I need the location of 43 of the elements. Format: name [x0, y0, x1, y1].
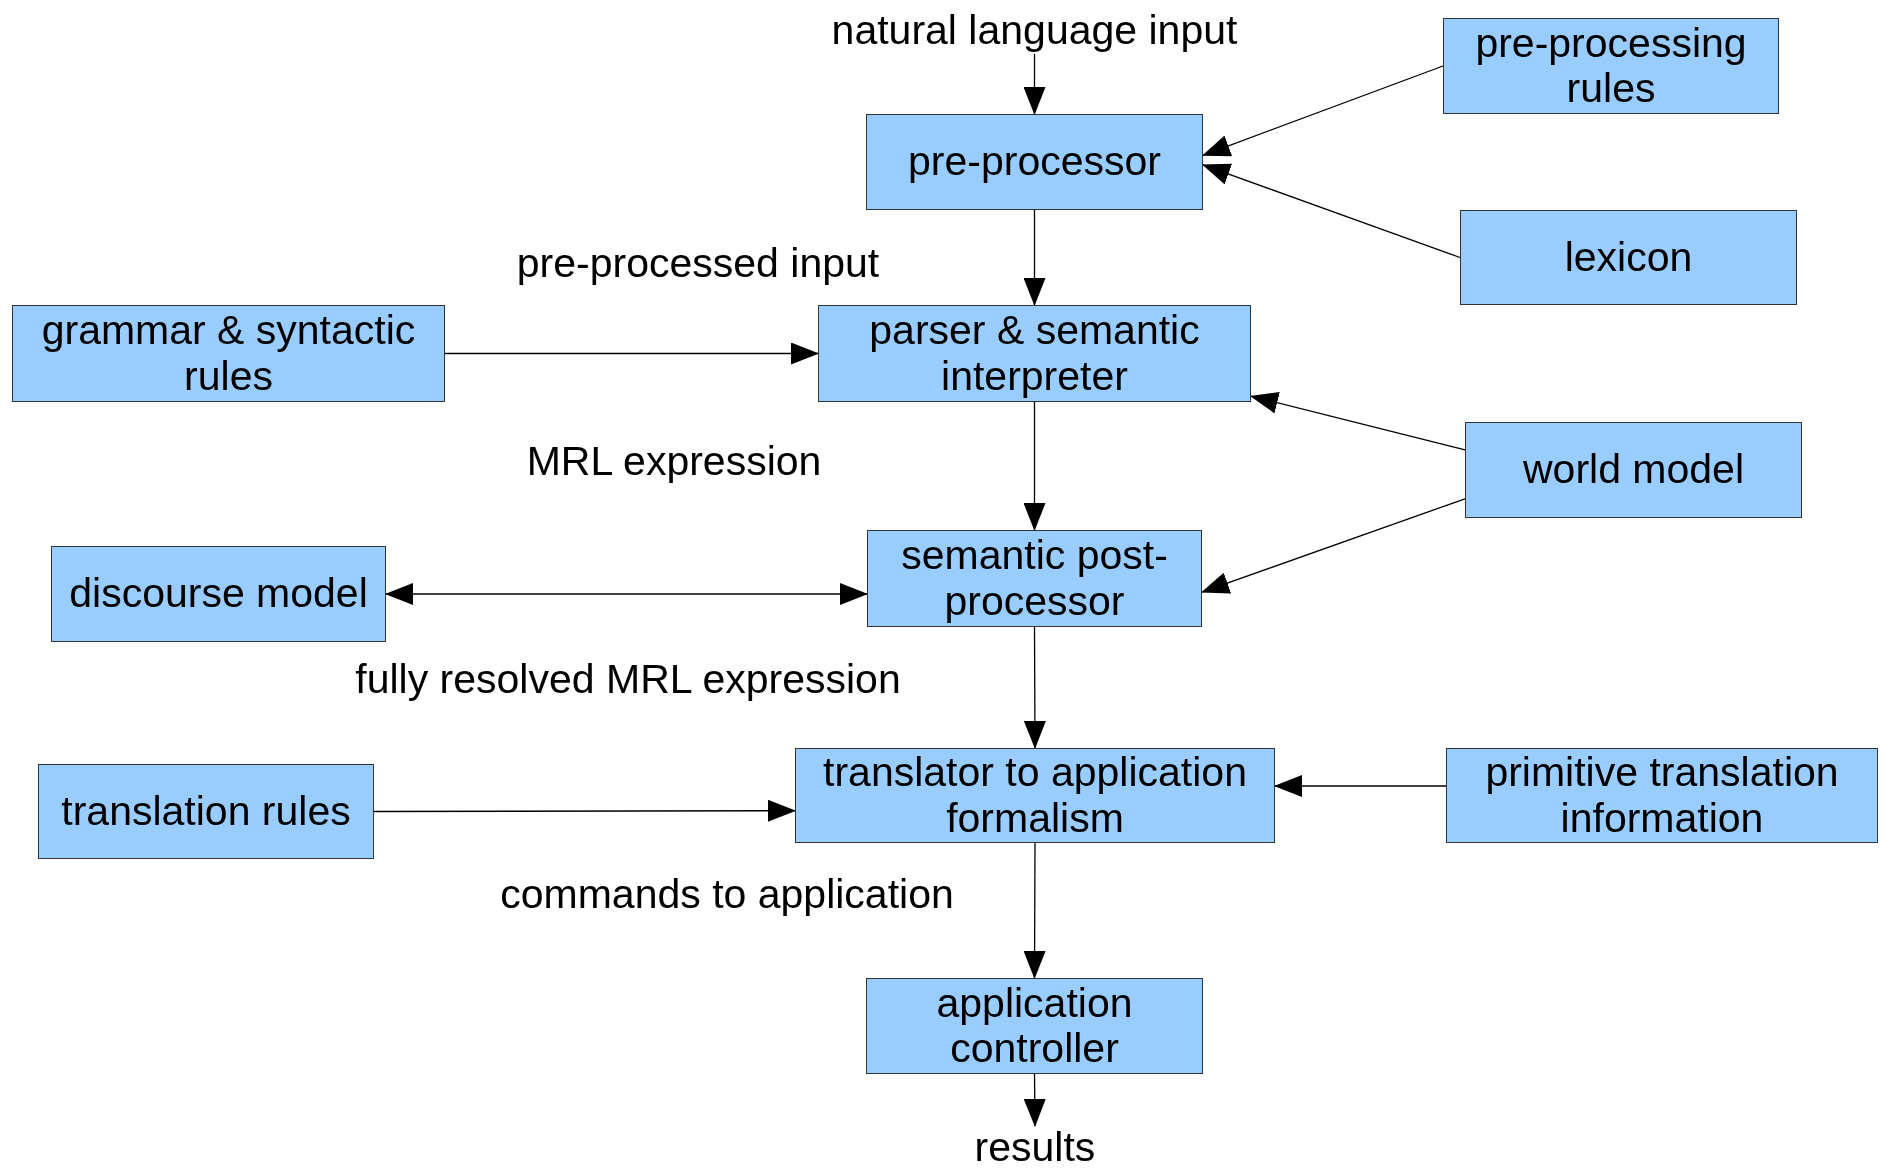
box-label: semantic post-processor [900, 533, 1169, 624]
box-label: lexicon [1564, 234, 1693, 281]
arrow [1023, 626, 1046, 749]
process-box [867, 530, 1202, 627]
arrow [1023, 401, 1046, 531]
process-box [12, 305, 445, 402]
flow-label: pre-processed input [516, 241, 880, 287]
box-label: grammar & syntactic rules [40, 308, 417, 399]
process-box [51, 546, 386, 642]
box-label: translation rules [61, 788, 351, 835]
process-box [818, 305, 1251, 402]
flow-label: commands to application [500, 872, 954, 918]
flow-label: fully resolved MRL expression [355, 657, 901, 703]
flow-label: natural language input [798, 8, 1271, 54]
box-label: primitive translation information [1484, 750, 1840, 841]
arrow [1023, 1073, 1046, 1127]
process-box [1443, 18, 1779, 114]
process-box [866, 978, 1203, 1074]
box-label: application controller [935, 980, 1134, 1072]
arrow [1274, 775, 1447, 797]
arrow [385, 583, 868, 605]
process-box [1465, 422, 1802, 518]
box-label: world model [1522, 447, 1744, 493]
box-label: parser & semantic interpreter [868, 308, 1201, 399]
arrow [1023, 53, 1046, 115]
arrow [1202, 65, 1444, 157]
arrow [1023, 842, 1046, 979]
box-label: translator to application formalism [822, 750, 1248, 841]
box-label: pre-processing rules [1474, 20, 1748, 112]
arrow [1250, 392, 1466, 451]
box-label: pre-processor [908, 139, 1161, 185]
arrow [1023, 209, 1046, 306]
process-box [38, 764, 374, 859]
flow-label: results [960, 1126, 1110, 1170]
arrow [444, 342, 819, 365]
process-box [1446, 748, 1878, 843]
box-label: discourse model [69, 571, 368, 617]
arrow [1201, 498, 1466, 594]
process-box [1460, 210, 1797, 305]
arrow [1202, 163, 1461, 259]
process-box [866, 114, 1203, 210]
arrow [373, 799, 796, 822]
flow-label: MRL expression [526, 439, 822, 485]
